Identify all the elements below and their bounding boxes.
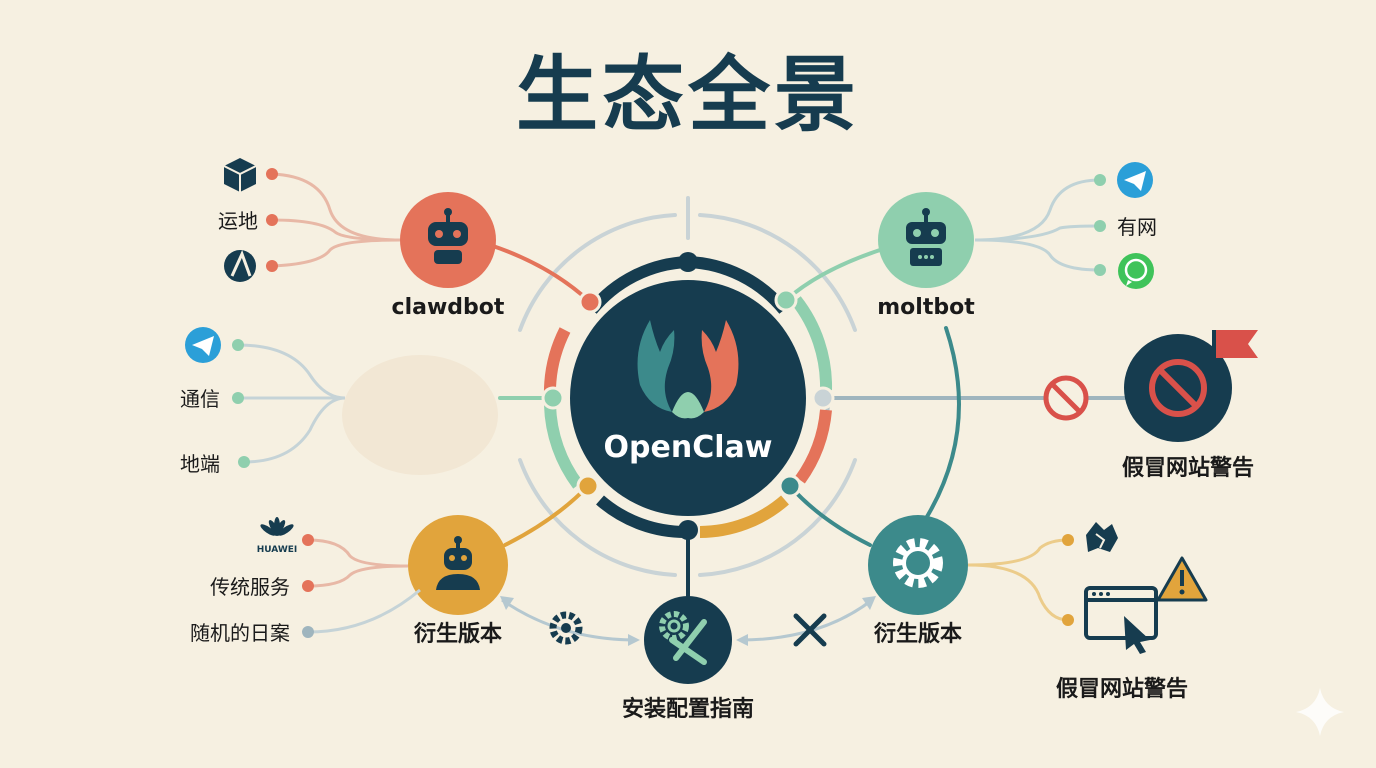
install-guide-label: 安装配置指南	[622, 696, 754, 722]
telegram-icon	[1117, 162, 1153, 198]
branch-dot	[302, 534, 314, 546]
whatsapp-icon	[1118, 253, 1154, 289]
branch-label-tongxin: 通信	[180, 387, 220, 411]
derivative-right-branches	[967, 538, 1069, 622]
ring-seg-mustard	[699, 495, 789, 538]
ring-seg-mint-left	[544, 404, 583, 489]
dot-right	[811, 386, 835, 410]
huawei-text: HUAWEI	[257, 545, 298, 555]
branch-dot	[266, 260, 278, 272]
connector-moltbot	[784, 248, 882, 302]
arrow-head	[500, 596, 514, 610]
cube-icon	[223, 158, 257, 192]
dot-moltbot	[774, 288, 798, 312]
branch-dot	[1094, 264, 1106, 276]
derivative-right-node[interactable]: 衍生版本	[868, 515, 968, 647]
moltbot-node[interactable]: moltbot	[877, 192, 975, 320]
branch-dot	[1094, 174, 1106, 186]
huawei-logo-icon: HUAWEI	[257, 517, 298, 555]
person-robot-icon	[436, 536, 480, 590]
cursor-icon	[1124, 616, 1150, 654]
arrow-head	[736, 634, 748, 646]
prohibit-icon	[1149, 359, 1207, 417]
sparkle-icon	[1296, 688, 1344, 736]
brand-logo-icon	[224, 250, 256, 282]
arrow-head	[862, 596, 876, 610]
branch-dot	[232, 339, 244, 351]
dot-left	[541, 386, 565, 410]
openclaw-logo-icon	[637, 320, 739, 419]
ring-seg-navy-bl	[596, 495, 689, 539]
soft-blob	[342, 355, 498, 475]
branch-dot	[302, 580, 314, 592]
red-flag-icon	[1212, 330, 1258, 380]
robot-icon	[906, 208, 946, 266]
robot-icon	[428, 208, 468, 264]
fake-site-right-label: 假冒网站警告	[1122, 456, 1254, 481]
clawdbot-branches	[271, 172, 401, 268]
clawdbot-node[interactable]: clawdbot	[392, 192, 505, 320]
moltbot-branches	[974, 178, 1101, 272]
gear-icon	[549, 611, 583, 645]
derivative-left-branches	[307, 538, 421, 634]
branch-dot	[232, 392, 244, 404]
dot-derivative-right	[778, 474, 802, 498]
clawdbot-label: clawdbot	[392, 295, 505, 320]
branch-label-yundi: 运地	[218, 209, 258, 233]
connector-moltbot-derivative	[923, 326, 961, 522]
moltbot-label: moltbot	[877, 295, 975, 320]
branch-label-youwang: 有网	[1117, 215, 1157, 239]
branch-dot	[1094, 220, 1106, 232]
fake-site-bottom-label: 假冒网站警告	[1056, 677, 1188, 702]
ring-seg-mint-right	[791, 296, 833, 391]
telegram-icon	[185, 327, 221, 363]
branch-dot	[302, 626, 314, 638]
branch-dot	[1062, 534, 1074, 546]
ring-seg-coral-right	[795, 409, 832, 484]
browser-window-icon	[1084, 586, 1158, 640]
branch-dot	[266, 168, 278, 180]
arrow-head	[628, 634, 640, 646]
dot-derivative-left	[576, 474, 600, 498]
branch-dot	[1062, 614, 1074, 626]
gear-icon	[893, 538, 943, 588]
derivative-left-node[interactable]: 衍生版本	[408, 515, 508, 647]
dot-clawdbot	[578, 290, 602, 314]
dot-bottom	[678, 520, 698, 540]
cracked-icon	[1086, 522, 1118, 552]
wrench-screwdriver-icon	[793, 613, 827, 647]
derivative-right-label: 衍生版本	[874, 621, 962, 647]
branch-label-diduan: 地端	[180, 452, 220, 476]
branch-dot	[238, 456, 250, 468]
small-prohibit-slash	[1050, 382, 1082, 414]
derivative-left-label: 衍生版本	[414, 621, 502, 647]
branch-label-chuantong: 传统服务	[210, 575, 290, 599]
ring-dots	[541, 252, 835, 540]
tools-icon	[659, 611, 707, 665]
branch-dot	[266, 214, 278, 226]
connector-clawdbot	[488, 243, 592, 304]
ring-arc-4	[518, 458, 677, 577]
fake-site-right-node[interactable]: 假冒网站警告	[1043, 330, 1258, 481]
ring-arc-2	[698, 213, 857, 332]
warning-icon	[1156, 556, 1208, 602]
center-hub[interactable]: OpenClaw	[570, 280, 806, 516]
dot-top	[678, 252, 698, 272]
branch-label-suiji: 随机的日案	[190, 621, 290, 645]
page-title: 生态全景	[515, 48, 860, 143]
left-middle-branches	[237, 343, 346, 464]
hub-label: OpenClaw	[604, 430, 773, 465]
install-guide-node[interactable]: 安装配置指南	[622, 596, 754, 722]
ring-arc-1	[518, 213, 677, 332]
ring-arc-3	[698, 458, 857, 577]
